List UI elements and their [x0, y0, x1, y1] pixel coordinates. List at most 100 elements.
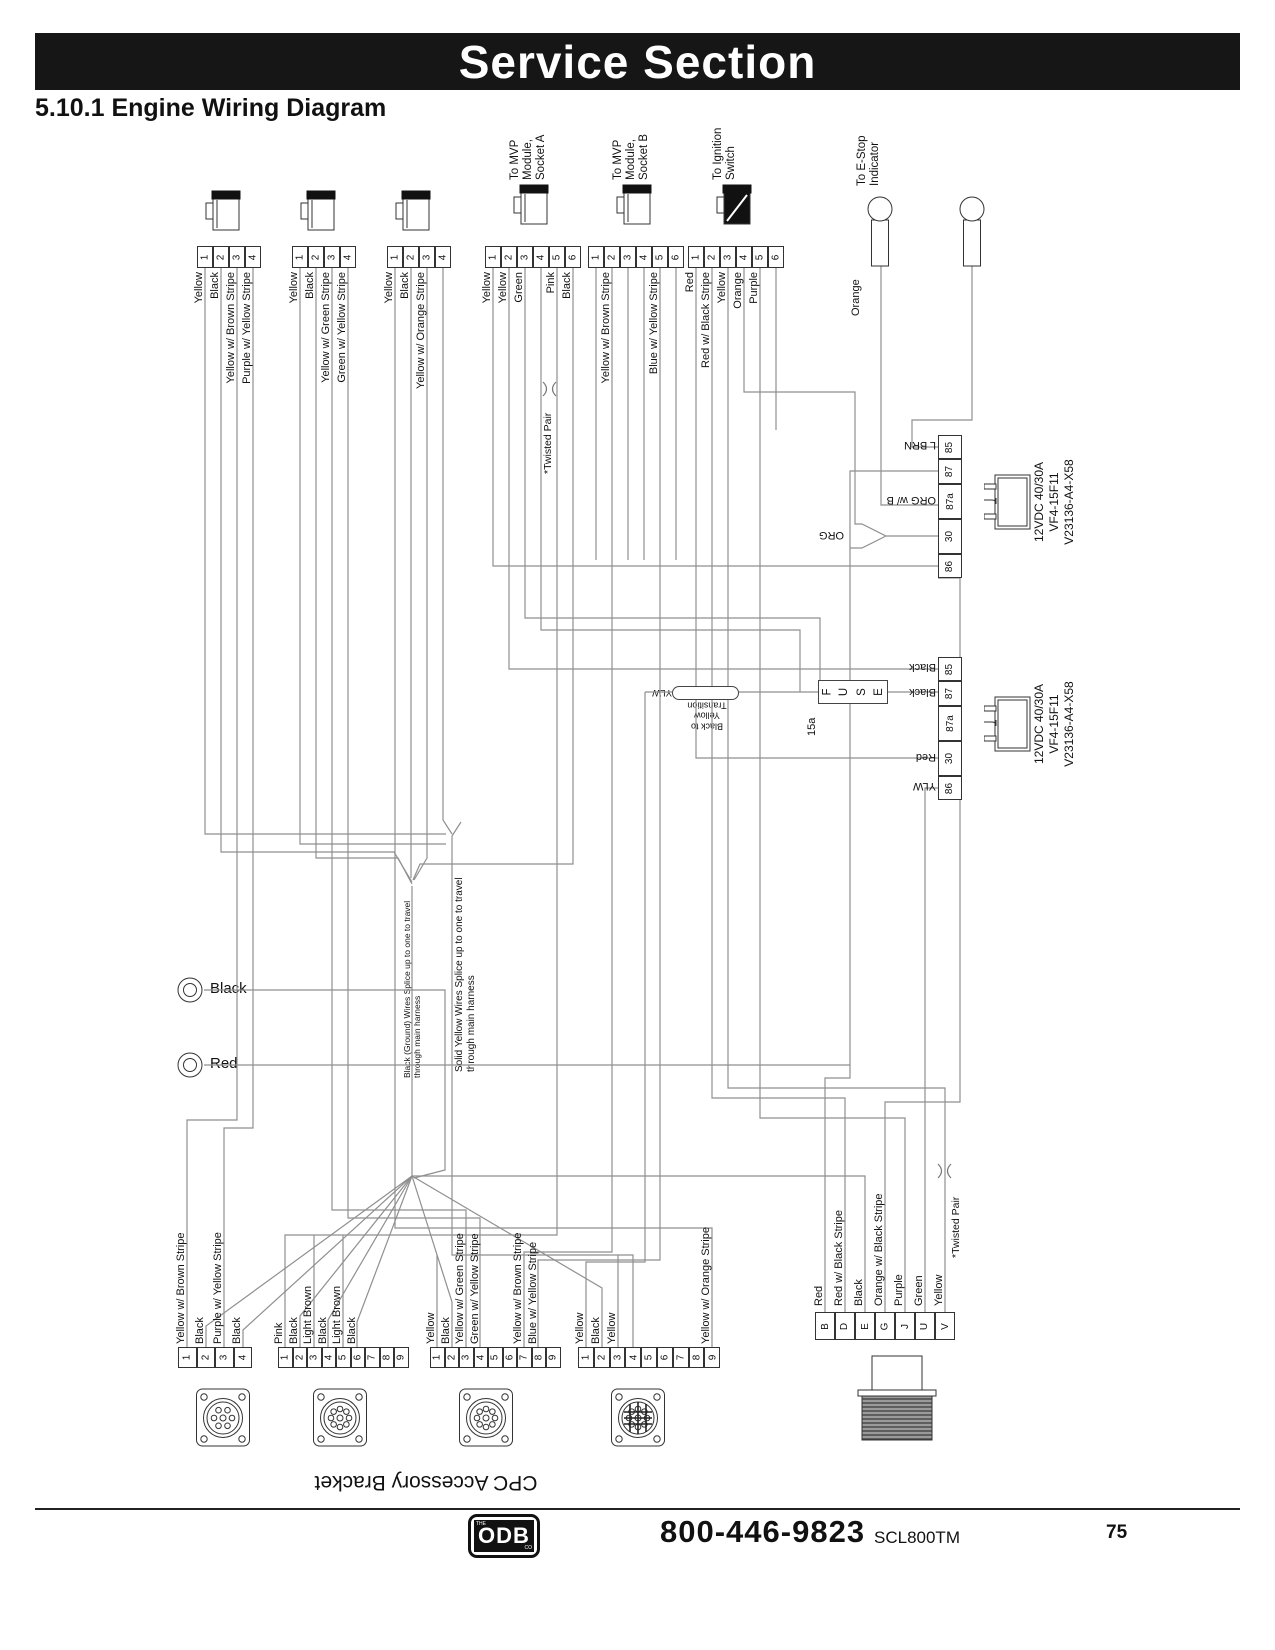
top-connector-2-pin-4-label: Green w/ Yellow Stripe [336, 272, 348, 383]
pin-number: 4 [627, 1354, 639, 1361]
bottom-connector-3-pin-3: 3 [459, 1347, 474, 1368]
pin-number: 87a [944, 493, 956, 510]
pin-number: 5 [643, 1354, 655, 1361]
top-connector-3-pin-2: 2 [403, 246, 419, 268]
bottom-connector-1-pin-3-label: Purple w/ Yellow Stripe [212, 1232, 225, 1344]
top-connector-2-pin-4: 4 [340, 246, 356, 268]
pin-number: U [919, 1322, 931, 1330]
pin-number: 8 [533, 1354, 545, 1361]
top-connector-6-pin-2-label: Red w/ Black Stripe [700, 272, 712, 368]
relay-1-plug-icon [984, 473, 1032, 531]
top-connector-4-pin-3-label: Green [513, 272, 525, 303]
pin-number: 2 [503, 254, 515, 260]
bottom-connector-3-pin-8: 8 [531, 1347, 546, 1368]
bottom-connector-3-pin-1-label: Yellow [425, 1312, 438, 1344]
top-connector-6-icon [716, 184, 752, 226]
bottom-connector-2-pin-6-label: Black [345, 1317, 358, 1344]
bottom-connector-1-pin-4: 4 [233, 1347, 252, 1368]
pin-number: 4 [342, 254, 354, 260]
pin-number: 5 [337, 1354, 349, 1361]
pin-number: 2 [405, 254, 417, 260]
top-connector-4-pin-5-label: Pink [545, 272, 557, 294]
pin-number: 1 [181, 1354, 193, 1361]
pin-number: 3 [460, 1354, 472, 1361]
pin-number: 3 [218, 1354, 230, 1361]
pin-number: 4 [437, 254, 449, 260]
top-connector-4-pin-1: 1 [485, 246, 501, 268]
bottom-connector-3-pin-6: 6 [502, 1347, 517, 1368]
top-connector-2-pin-1: 1 [292, 246, 308, 268]
bottom-connector-2-pin-3-label: Light Brown [302, 1285, 315, 1344]
top-connector-1-pin-1-label: Yellow [193, 272, 205, 304]
pin-number: 7 [518, 1354, 530, 1361]
pin-number: 3 [308, 1354, 320, 1361]
relay-2-cell-86: 86 [938, 776, 962, 800]
pin-number: 9 [706, 1354, 718, 1361]
top-connector-6-pin-3: 3 [720, 246, 736, 268]
section-banner: Service Section [35, 33, 1240, 90]
bottom-connector-3-pin-4-label: Green w/ Yellow Stripe [468, 1233, 481, 1344]
pin-number: 87 [944, 687, 956, 700]
top-connector-6-pin-1: 1 [688, 246, 704, 268]
pin-number: 3 [421, 254, 433, 260]
top-connector-3-pin-3: 3 [419, 246, 435, 268]
pin-number: 3 [622, 254, 634, 260]
estop-terminal-1-icon [866, 196, 894, 270]
fuse-letter: F [821, 688, 834, 696]
top-connector-5-pin-3: 3 [620, 246, 636, 268]
pin-number: 3 [722, 254, 734, 260]
top-connector-2-pin-3: 3 [324, 246, 340, 268]
top-connector-4-pin-6-label: Black [561, 272, 573, 299]
engine-harness-pin-E: E [855, 1312, 875, 1340]
relay-1-cell-87: 87 [938, 459, 962, 484]
relay-1-part-label: 12VDC 40/30A VF4-15F11 V23136-A4-X58 [1032, 459, 1076, 545]
top-connector-6-pin-6: 6 [768, 246, 784, 268]
pin-number: 6 [770, 254, 782, 260]
bottom-connector-4-pin-9-label: Yellow w/ Orange Stripe [700, 1227, 713, 1344]
bottom-connector-3-pin-3-label: Yellow w/ Green Stripe [454, 1233, 467, 1344]
pin-number: E [859, 1322, 871, 1330]
relay-1-wire-label-87a: ORG w/ B [886, 493, 936, 506]
bottom-connector-4-pin-2: 2 [593, 1347, 610, 1368]
pin-number: 8 [381, 1354, 393, 1361]
ground-terminal-black-icon [176, 976, 204, 1004]
relay-2-part-label: 12VDC 40/30A VF4-15F11 V23136-A4-X58 [1032, 681, 1076, 767]
bottom-connector-2-pin-2: 2 [292, 1347, 307, 1368]
top-connector-1-pin-2-label: Black [209, 272, 221, 299]
top-connector-6-pin-4-label: Orange [732, 272, 744, 309]
pin-number: 30 [944, 530, 956, 543]
top-connector-6-pin-5-label: Purple [748, 272, 760, 304]
bottom-connector-4-pin-3: 3 [609, 1347, 626, 1368]
pin-number: 87a [944, 715, 956, 732]
top-connector-5-pin-2-label: Yellow w/ Brown Stripe [600, 272, 612, 384]
pin-number: 1 [294, 254, 306, 260]
engine-harness-pin-D: D [835, 1312, 855, 1340]
engine-harness-pin-G-label: Orange w/ Black Stripe [873, 1193, 885, 1307]
bottom-connector-2-pin-4: 4 [321, 1347, 336, 1368]
relay-1-cell-85: 85 [938, 435, 962, 459]
footer-rule [35, 1508, 1240, 1510]
pin-number: 2 [200, 1354, 212, 1361]
pin-number: 4 [535, 254, 547, 260]
odb-logo: THE ODB CO [468, 1514, 540, 1558]
footer-model: SCL800TM [874, 1528, 960, 1547]
pin-number: D [839, 1322, 851, 1330]
top-connector-1-pin-3: 3 [229, 246, 245, 268]
bottom-connector-2-pin-7: 7 [365, 1347, 380, 1368]
pin-number: 6 [352, 1354, 364, 1361]
top-connector-4-icon [513, 184, 549, 226]
bottom-connector-3-pin-2-label: Black [439, 1317, 452, 1344]
pin-number: 2 [310, 254, 322, 260]
engine-harness-pin-V-label: Yellow [933, 1274, 945, 1306]
top-connector-1-pin-4: 4 [245, 246, 261, 268]
pin-number: 2 [294, 1354, 306, 1361]
engine-harness-pin-U-label: Green [913, 1275, 925, 1306]
top-connector-5-pin-5-label: Blue w/ Yellow Stripe [648, 272, 660, 375]
top-connector-3-pin-3-label: Yellow w/ Orange Stripe [415, 272, 427, 389]
top-connector-4-pin-2-label: Yellow [497, 272, 509, 304]
top-connector-5-pin-5: 5 [652, 246, 668, 268]
relay-2-wire-label-86: YLW [912, 780, 936, 792]
terminal-red-label: Red [210, 1055, 238, 1072]
